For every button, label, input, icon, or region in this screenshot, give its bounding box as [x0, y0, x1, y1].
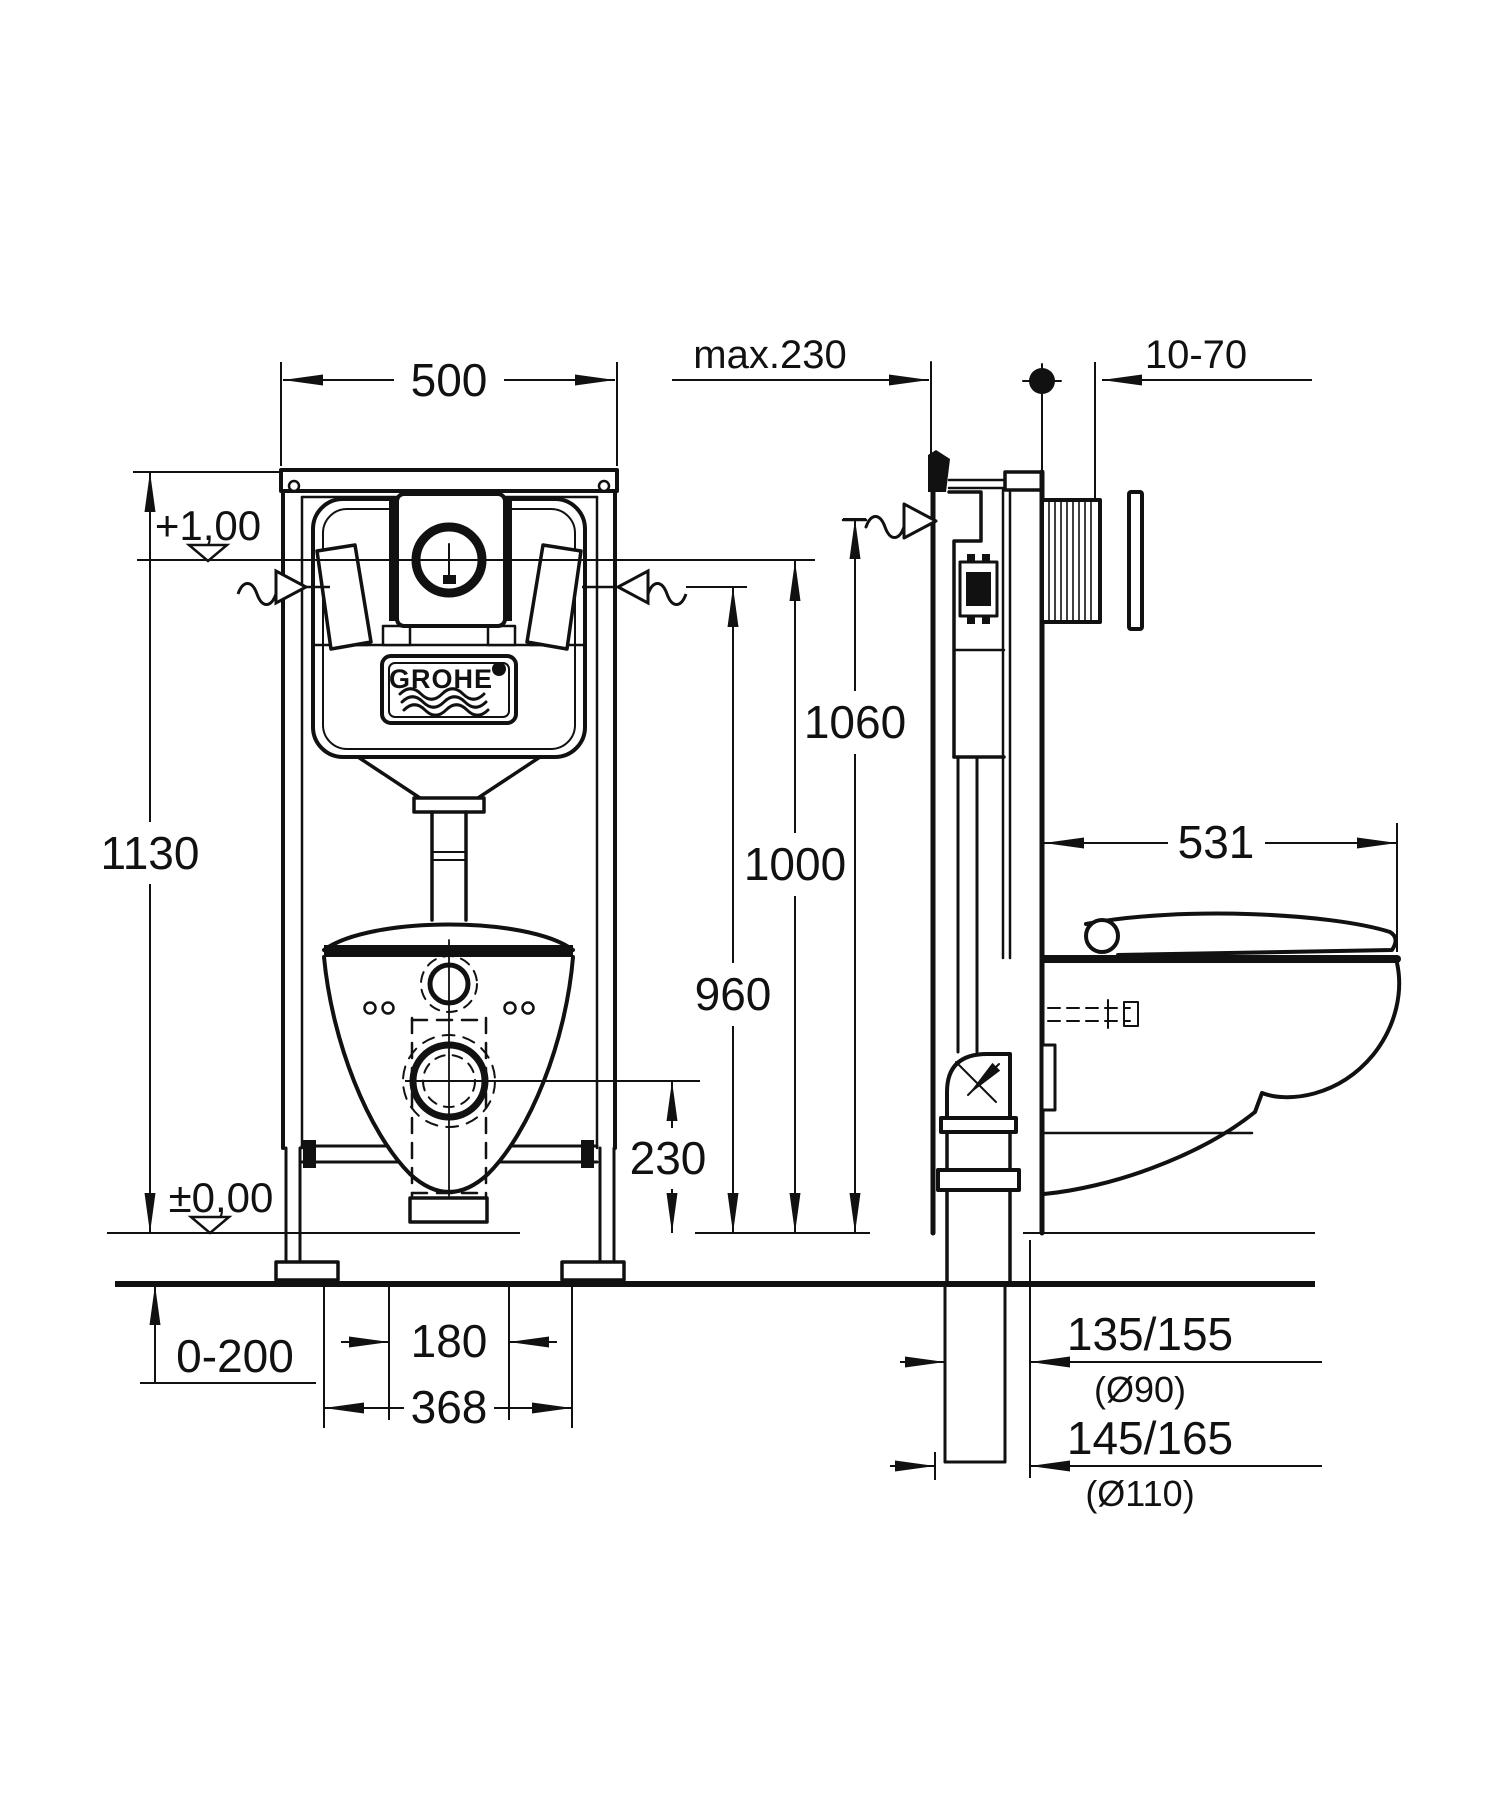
logo-registered-dot-icon [492, 662, 506, 676]
level-top-label: +1,00 [155, 502, 261, 549]
frame-foot-plate [274, 1260, 340, 1282]
logo-wave-icon [398, 687, 486, 701]
dim-wall-offset: max.230 [693, 333, 846, 377]
logo-wave-icon [400, 695, 488, 709]
pipe-break-icon [646, 582, 688, 606]
fixing-bolt-icon [521, 1001, 535, 1015]
cistern-front [311, 497, 587, 759]
frame-screw-icon [287, 479, 301, 493]
supply-arrow-icon [274, 568, 310, 606]
pipe-break-icon [236, 582, 278, 606]
flush-plate-side [1127, 490, 1144, 631]
grohe-logo-plate: GROHE [380, 654, 518, 725]
dim-foot-adjust: 0-200 [176, 1330, 294, 1382]
frame-foot-plate [560, 1260, 626, 1282]
dim-supply-height: 960 [695, 968, 772, 1020]
dim-wall-thickness: 10-70 [1145, 333, 1247, 377]
fixing-bolt-icon [503, 1001, 517, 1015]
supply-arrow-icon [902, 502, 938, 540]
seat-lid-side [1084, 911, 1398, 957]
protection-plug [315, 543, 373, 651]
toilet-bowl-front [322, 922, 575, 1224]
reference-point-icon [1029, 368, 1055, 394]
fixing-bolt-icon [381, 1001, 395, 1015]
dim-drain-center-height: 230 [630, 1132, 707, 1184]
seat-hinge-icon [1084, 918, 1120, 954]
level-marker-icon [185, 543, 231, 563]
toilet-bowl-side [1040, 911, 1402, 1196]
dimensions [107, 362, 1398, 1480]
dim-drain-offset-90: 135/155 [1067, 1308, 1233, 1360]
dim-drain-dia-90: (Ø90) [1094, 1369, 1186, 1410]
rail-bolt-icon [303, 1140, 316, 1168]
dim-frame-height: 1130 [101, 827, 200, 879]
service-opening-icon [966, 572, 991, 606]
dim-plate-center-height: 1000 [744, 838, 846, 890]
side-view [841, 361, 1402, 1464]
level-marker-icon [187, 1215, 233, 1235]
water-inlet-icon [427, 962, 471, 1006]
pipe-break-icon [864, 515, 906, 539]
level-floor-label: ±0,00 [169, 1174, 274, 1221]
fill-valve-icon [928, 450, 950, 492]
supply-arrow-icon [614, 568, 650, 606]
dim-stud-spacing: 180 [411, 1315, 488, 1367]
fixing-bolt-icon [363, 1001, 377, 1015]
logo-wave-icon [402, 703, 490, 717]
rail-bolt-icon [581, 1140, 594, 1168]
dim-actuator-height: 1060 [804, 696, 906, 748]
dim-bowl-depth: 531 [1178, 816, 1255, 868]
dimension-labels: 500 max.230 10-70 1130 +1,00 ±0,00 1060 … [101, 333, 1255, 1514]
dim-bowl-width: 368 [411, 1381, 488, 1433]
cistern-side [947, 490, 1006, 1054]
drain-pipe-side [936, 1052, 1021, 1464]
front-view: GROHE [274, 468, 626, 1282]
actuator-assembly [1040, 490, 1144, 631]
flush-pipe-front [356, 755, 542, 922]
dim-drain-offset-110: 145/165 [1067, 1412, 1233, 1464]
protection-plug [525, 543, 583, 651]
frame-screw-icon [597, 479, 611, 493]
dim-drain-dia-110: (Ø110) [1085, 1473, 1194, 1514]
dim-frame-width: 500 [411, 354, 488, 406]
